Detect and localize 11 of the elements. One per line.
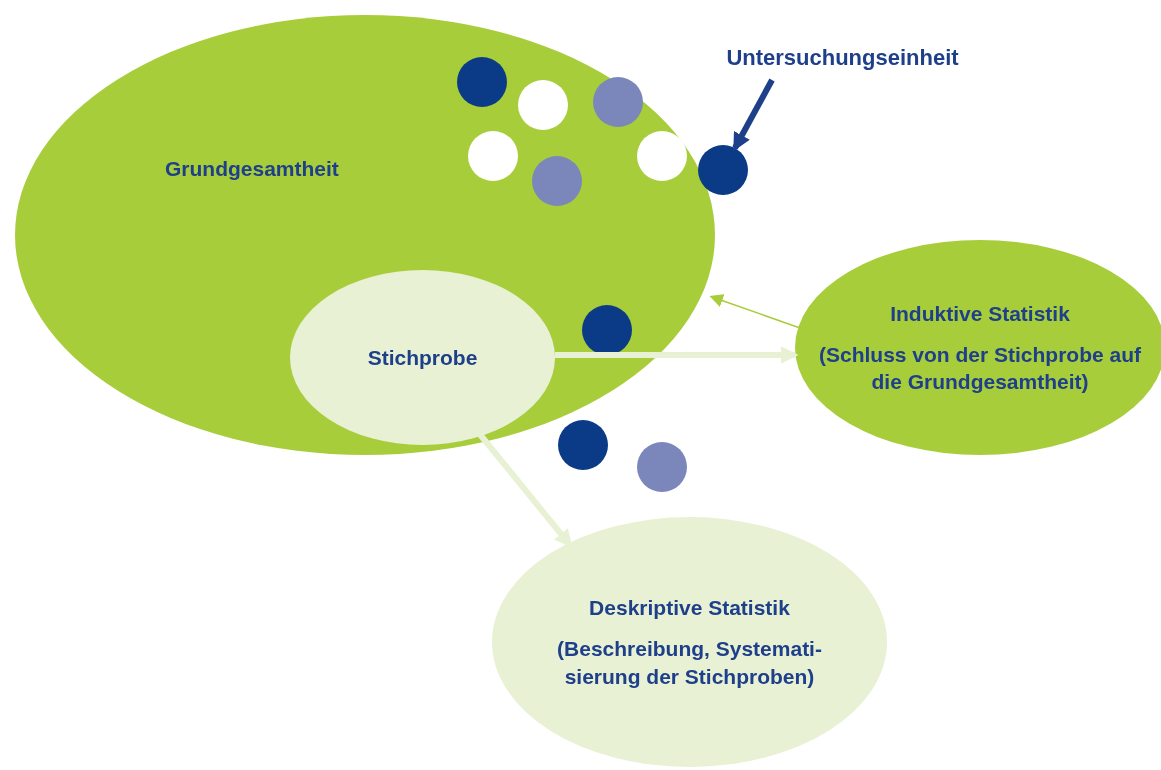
arrow [732,78,775,152]
ellipse-description: (Beschreibung, Systemati- sierung der Stichproben) [556,636,823,690]
callout-label: Untersuchungseinheit [726,43,959,72]
unit-dot [698,145,748,195]
ellipse-title: Grundgesamtheit [165,156,339,182]
arrow [555,346,799,364]
ellipse-title: Deskriptive Statistik [588,595,791,622]
ellipse-description: (Schluss von der Stichprobe auf die Grundgesamtheit) [817,341,1143,396]
ellipse-title: Stichprobe [367,344,478,371]
arrow [709,294,801,329]
ellipse-title: Induktive Statistik [889,300,1071,327]
